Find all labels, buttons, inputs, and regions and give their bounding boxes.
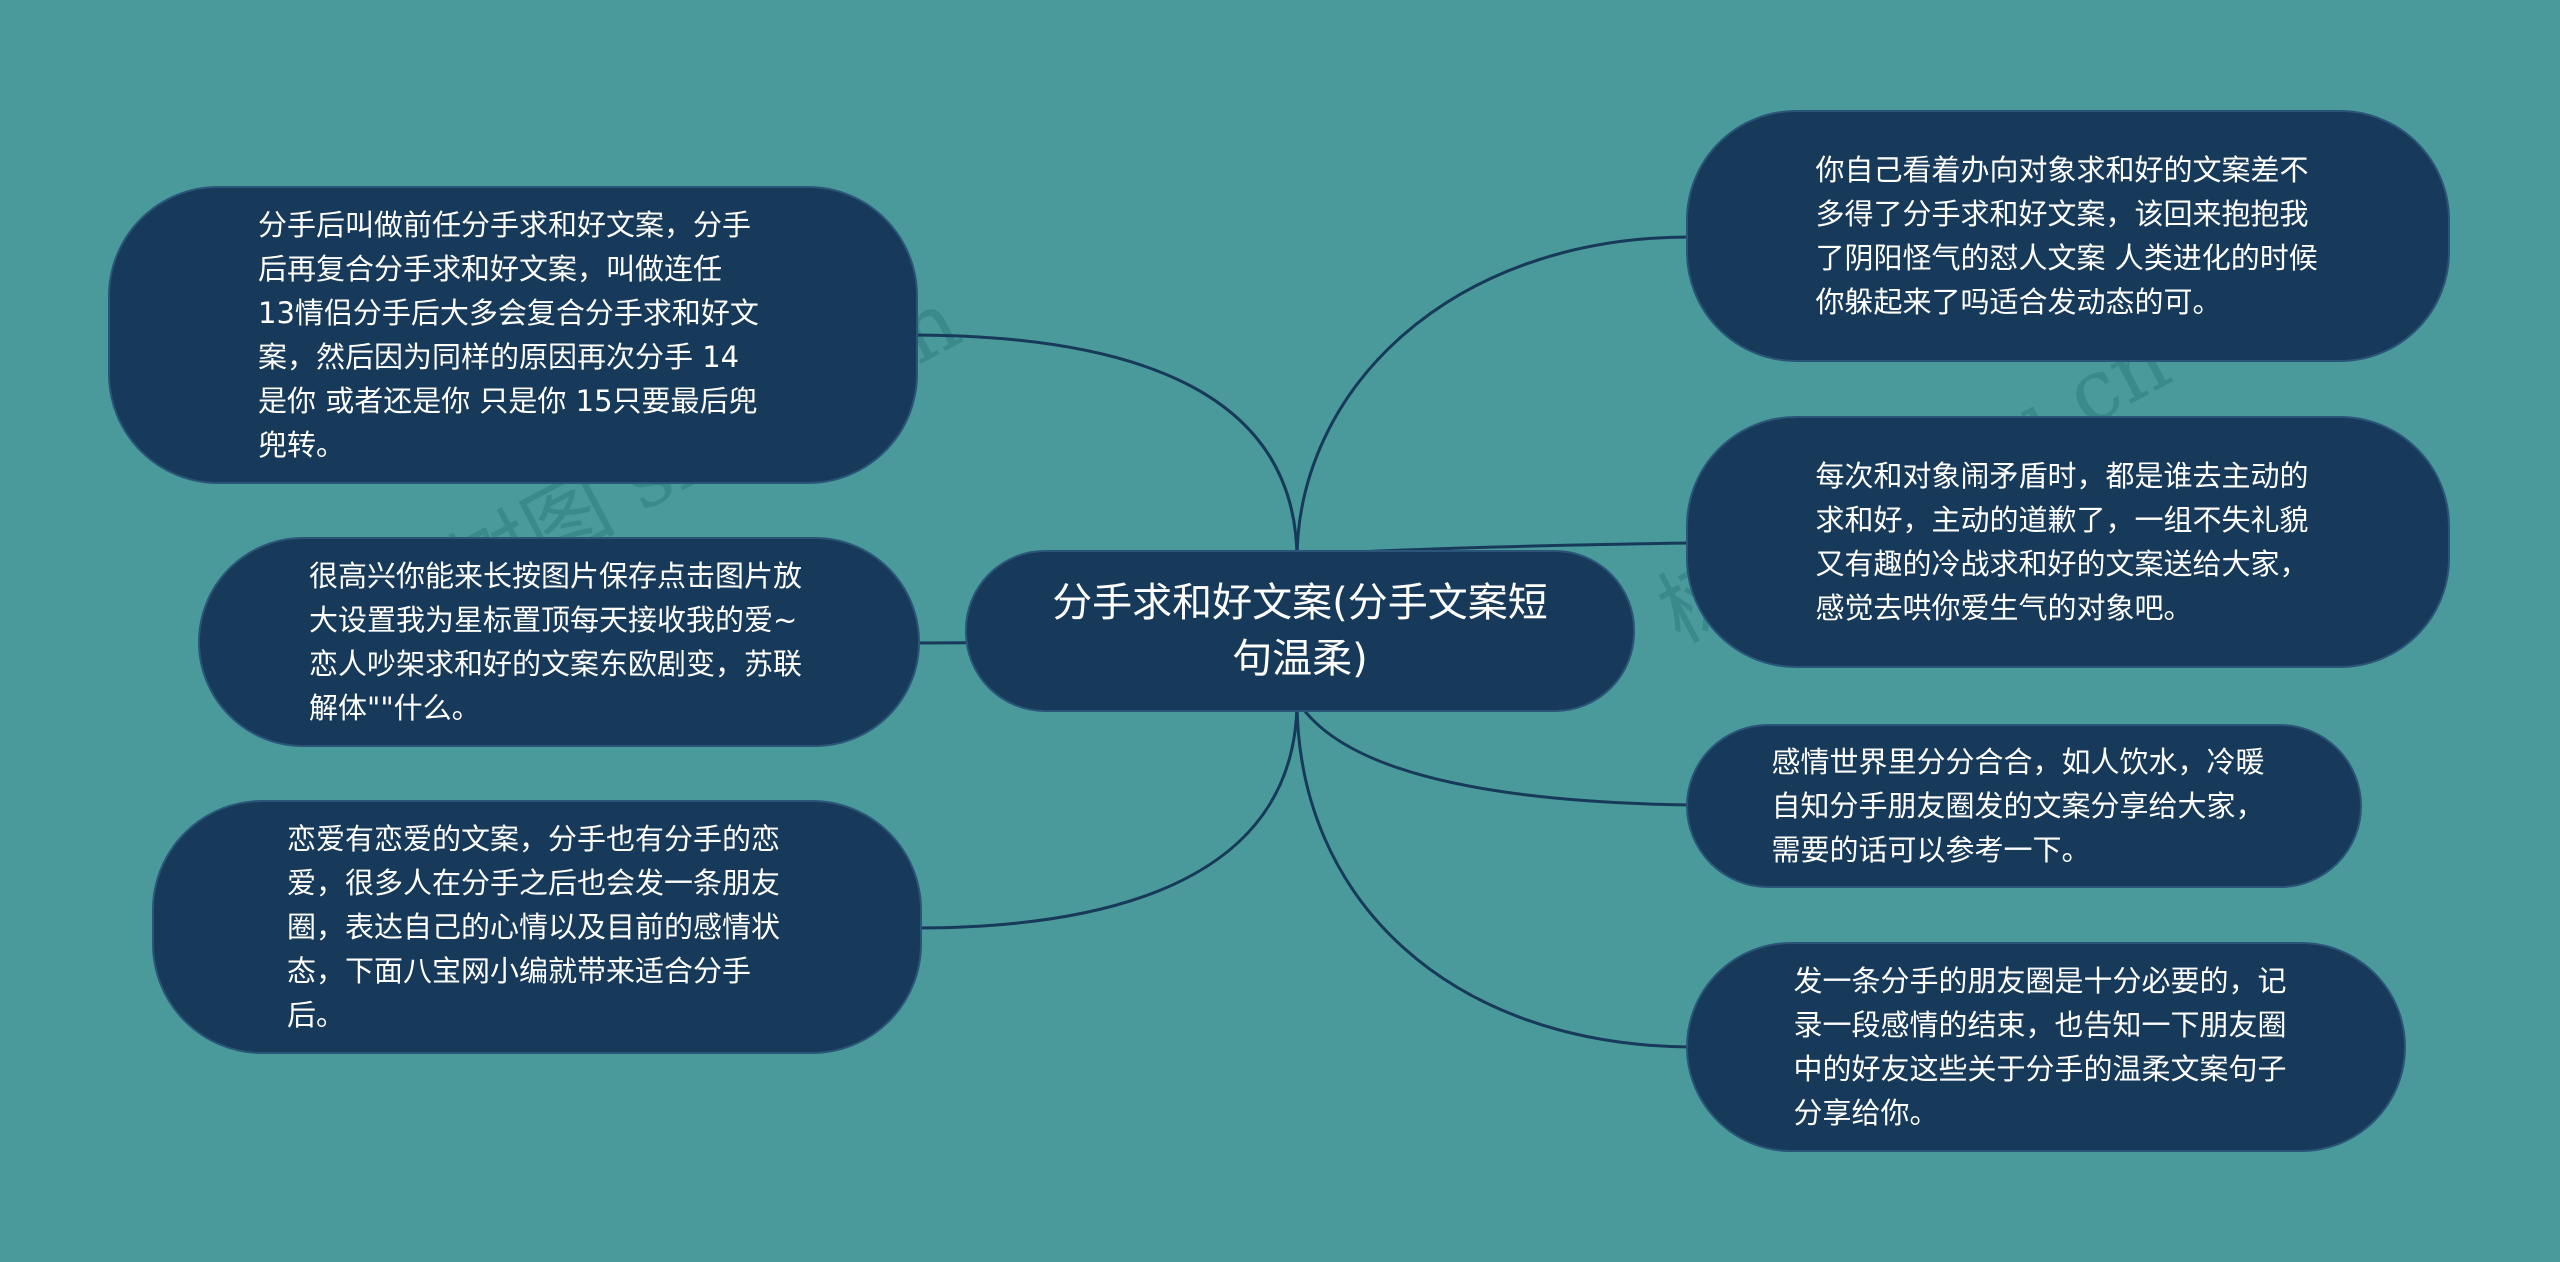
left-node-2[interactable]: 很高兴你能来长按图片保存点击图片放大设置我为星标置顶每天接收我的爱~恋人吵架求和… [198,537,920,747]
left-node-1[interactable]: 分手后叫做前任分手求和好文案，分手后再复合分手求和好文案，叫做连任 13情侣分手… [108,186,918,484]
right-node-3[interactable]: 感情世界里分分合合，如人饮水，冷暖自知分手朋友圈发的文案分享给大家，需要的话可以… [1686,724,2362,888]
right-node-2[interactable]: 每次和对象闹矛盾时，都是谁去主动的求和好，主动的道歉了，一组不失礼貌又有趣的冷战… [1686,416,2450,668]
left-node-3-text: 恋爱有恋爱的文案，分手也有分手的恋爱，很多人在分手之后也会发一条朋友圈，表达自己… [287,822,781,1032]
connector-right-3 [1295,699,1691,807]
left-node-2-text: 很高兴你能来长按图片保存点击图片放大设置我为星标置顶每天接收我的爱~恋人吵架求和… [309,559,803,725]
right-node-2-text: 每次和对象闹矛盾时，都是谁去主动的求和好，主动的道歉了，一组不失礼貌又有趣的冷战… [1815,459,2309,625]
left-node-3[interactable]: 恋爱有恋爱的文案，分手也有分手的恋爱，很多人在分手之后也会发一条朋友圈，表达自己… [152,800,922,1054]
connector-left-3 [914,699,1299,930]
right-node-4[interactable]: 发一条分手的朋友圈是十分必要的，记录一段感情的结束，也告知一下朋友圈中的好友这些… [1686,942,2406,1152]
right-node-1[interactable]: 你自己看着办向对象求和好的文案差不多得了分手求和好文案，该回来抱抱我了阴阳怪气的… [1686,110,2450,362]
connector-left-1 [909,333,1299,561]
connector-right-4 [1295,699,1691,1049]
root-node[interactable]: 分手求和好文案(分手文案短句温柔) [965,550,1635,712]
root-title: 分手求和好文案(分手文案短句温柔) [1052,580,1548,682]
left-node-1-text: 分手后叫做前任分手求和好文案，分手后再复合分手求和好文案，叫做连任 13情侣分手… [258,208,759,462]
connector-right-1 [1295,235,1691,561]
right-node-3-text: 感情世界里分分合合，如人饮水，冷暖自知分手朋友圈发的文案分享给大家，需要的话可以… [1771,745,2265,867]
right-node-1-text: 你自己看着办向对象求和好的文案差不多得了分手求和好文案，该回来抱抱我了阴阳怪气的… [1815,153,2318,319]
right-node-4-text: 发一条分手的朋友圈是十分必要的，记录一段感情的结束，也告知一下朋友圈中的好友这些… [1793,964,2287,1130]
